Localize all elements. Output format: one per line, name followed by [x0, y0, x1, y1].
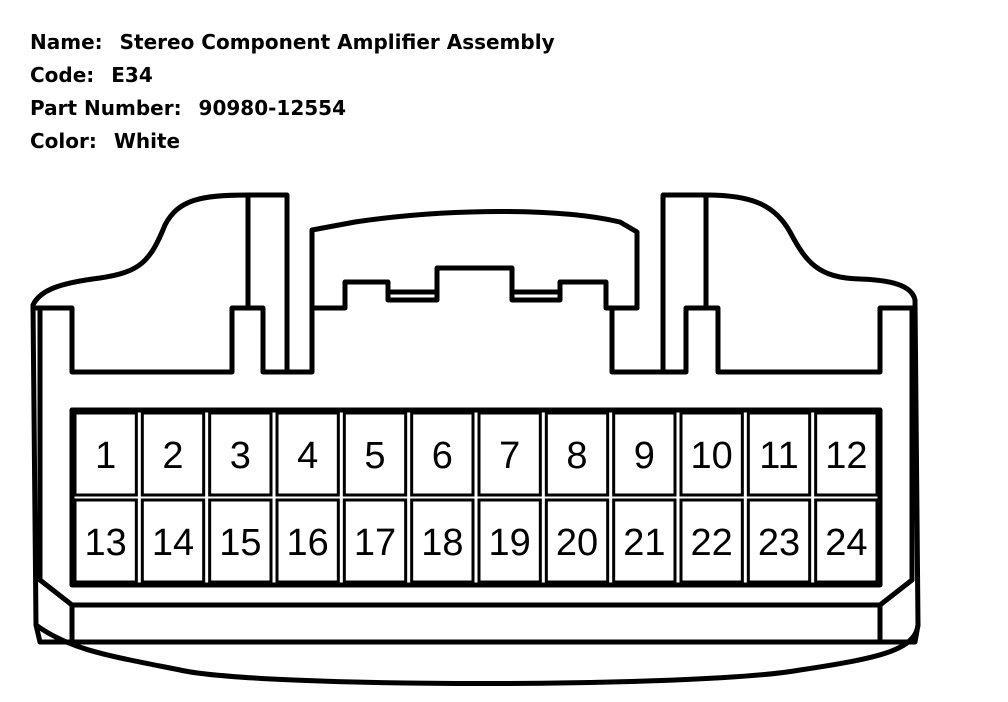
- pin-cell-12: [814, 411, 879, 497]
- pin-label-19: 19: [489, 522, 531, 564]
- part-number-value: 90980-12554: [198, 96, 346, 120]
- pin-label-18: 18: [421, 522, 463, 564]
- pin-label-2: 2: [162, 435, 183, 477]
- pin-label-8: 8: [566, 435, 587, 477]
- part-number-label: Part Number:: [30, 96, 182, 120]
- left-inner-recess: [30, 305, 290, 375]
- pin-label-12: 12: [825, 435, 867, 477]
- lower-rail-top: [37, 577, 915, 608]
- pin-label-21: 21: [623, 522, 665, 564]
- pin-cell-17: [342, 498, 408, 584]
- pin-cell-11: [746, 411, 812, 497]
- pin-cell-15: [208, 498, 273, 584]
- pin-cell-13: [73, 498, 138, 584]
- housing-outline: [30, 192, 921, 686]
- pin-cell-9: [612, 411, 677, 497]
- pin-cell-6: [410, 411, 475, 497]
- pin-cell-10: [679, 411, 744, 497]
- pin-label-23: 23: [758, 522, 800, 564]
- pin-cell-18: [410, 498, 475, 584]
- pin-cell-19: [477, 498, 542, 584]
- pin-label-16: 16: [287, 522, 329, 564]
- pin-label-11: 11: [759, 435, 798, 477]
- pin-cell-5: [342, 411, 408, 497]
- pin-cell-16: [275, 498, 340, 584]
- pin-label-24: 24: [825, 522, 867, 564]
- pin-grid-border: [69, 407, 883, 588]
- pin-label-17: 17: [354, 522, 396, 564]
- pin-label-9: 9: [634, 435, 655, 477]
- pin-label-5: 5: [364, 435, 385, 477]
- lower-rail-slot: [69, 602, 883, 645]
- pin-label-13: 13: [85, 522, 127, 564]
- code-label: Code:: [30, 63, 95, 87]
- pin-label-3: 3: [230, 435, 251, 477]
- color-label: Color:: [30, 129, 97, 153]
- color-row: Color: White: [30, 125, 555, 158]
- name-row: Name: Stereo Component Amplifier Assembl…: [30, 26, 555, 59]
- pin-cell-21: [612, 498, 677, 584]
- pin-cell-8: [544, 411, 610, 497]
- part-number-row: Part Number: 90980-12554: [30, 92, 555, 125]
- color-value: White: [113, 129, 181, 153]
- pin-label-22: 22: [691, 522, 733, 564]
- name-label: Name:: [30, 30, 103, 54]
- pin-cell-7: [477, 411, 542, 497]
- pin-cell-4: [275, 411, 340, 497]
- lower-rail-right-corner: [877, 622, 921, 645]
- pin-cell-24: [814, 498, 879, 584]
- pin-label-6: 6: [432, 435, 453, 477]
- pin-label-1: 1: [95, 435, 116, 477]
- pin-label-4: 4: [297, 435, 318, 477]
- pin-cell-23: [746, 498, 812, 584]
- pin-cell-14: [140, 498, 206, 584]
- pin-cell-1: [73, 411, 138, 497]
- connector-info: Name: Stereo Component Amplifier Assembl…: [30, 26, 555, 158]
- pin-cell-22: [679, 498, 744, 584]
- latch-block: [309, 265, 640, 311]
- pin-label-14: 14: [152, 522, 194, 564]
- pin-cell-2: [140, 411, 206, 497]
- name-value: Stereo Component Amplifier Assembly: [119, 30, 555, 54]
- right-inner-recess: [660, 305, 918, 375]
- pin-label-10: 10: [691, 435, 733, 477]
- connector-housing: [30, 192, 921, 686]
- pin-cell-3: [208, 411, 273, 497]
- code-value: E34: [111, 63, 153, 87]
- pin-label-15: 15: [219, 522, 261, 564]
- pin-label-7: 7: [499, 435, 520, 477]
- pin-label-20: 20: [556, 522, 598, 564]
- pin-cell-20: [544, 498, 610, 584]
- lower-rail-left-corner: [33, 622, 75, 645]
- code-row: Code: E34: [30, 59, 555, 92]
